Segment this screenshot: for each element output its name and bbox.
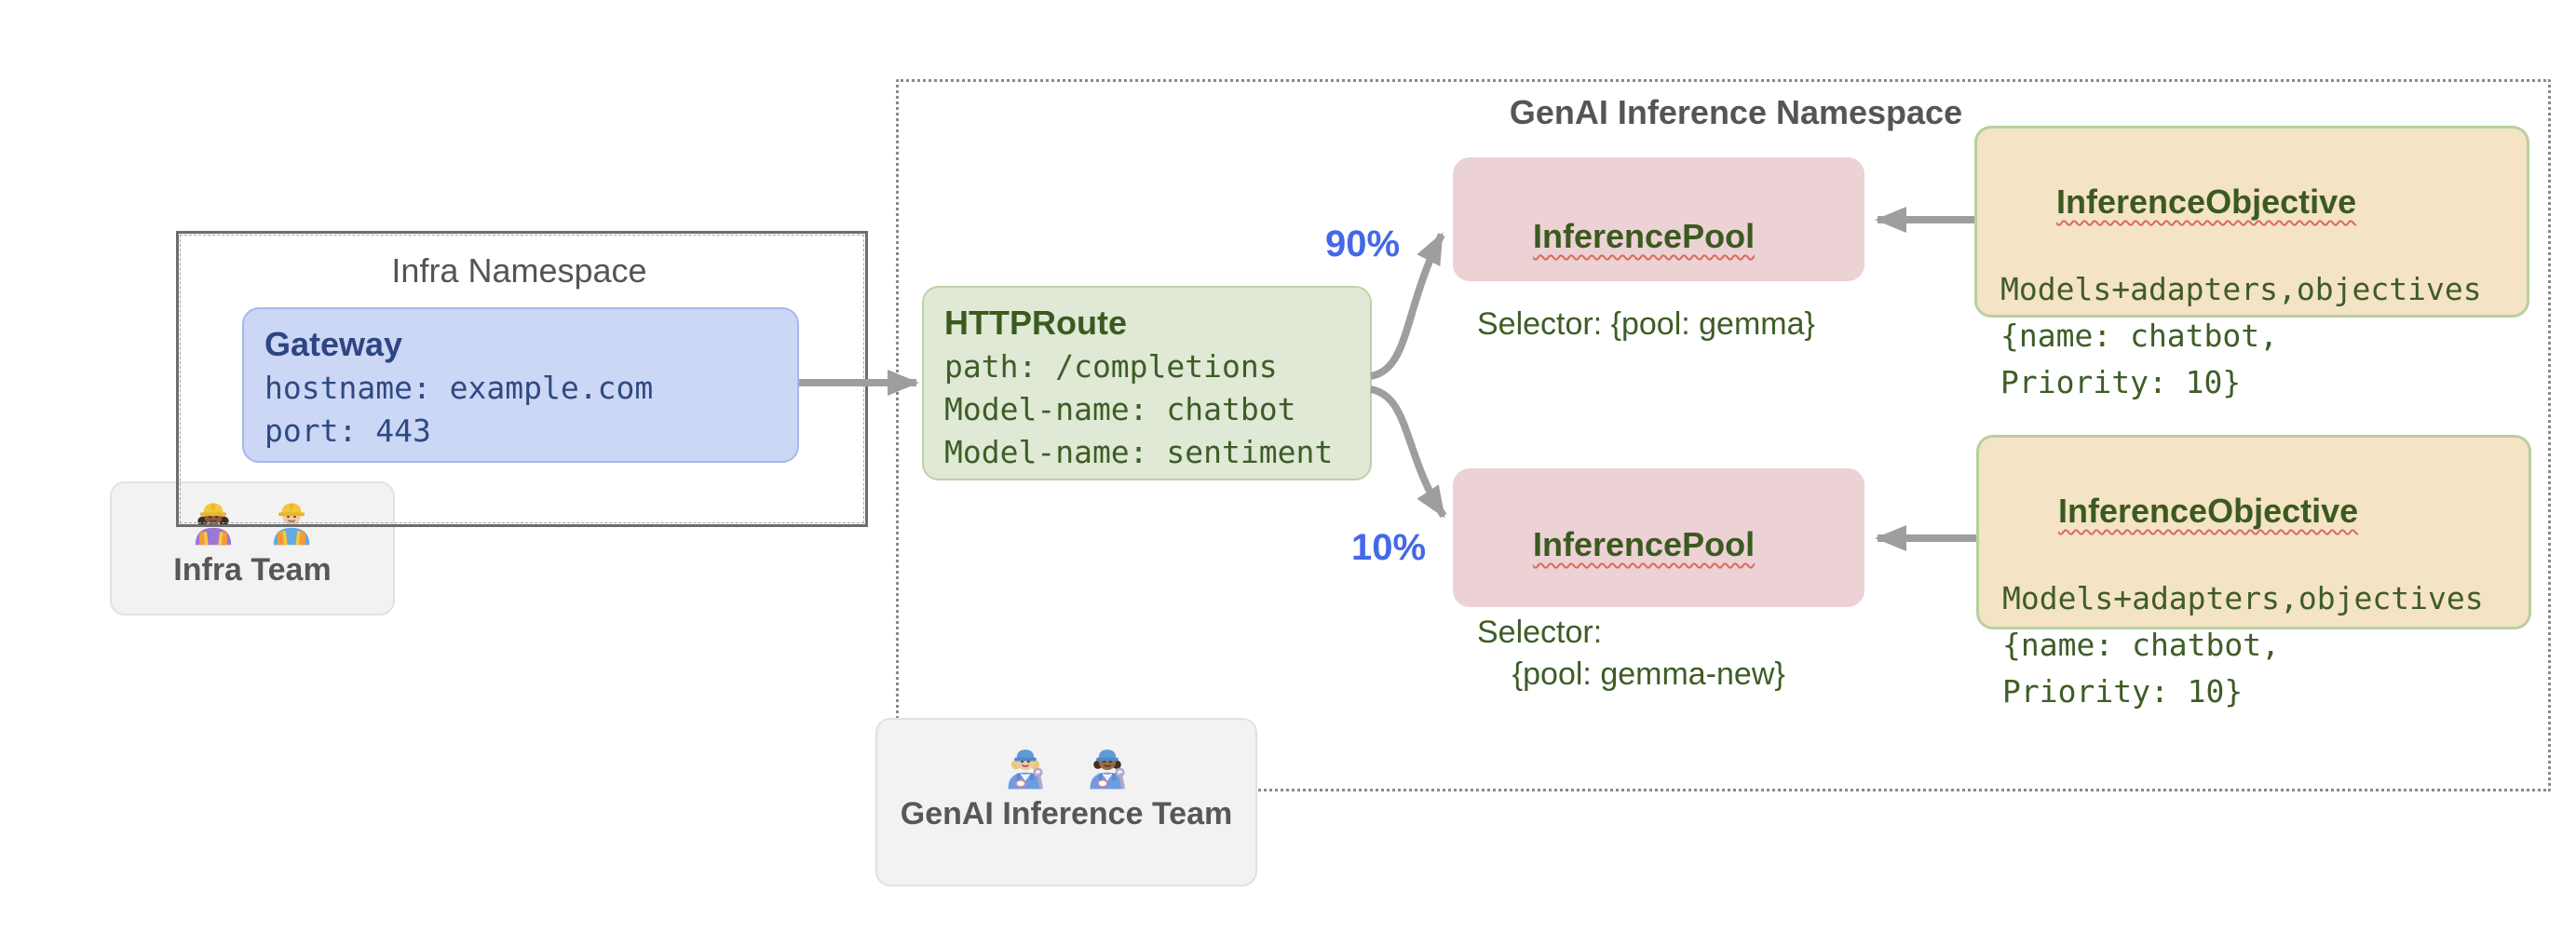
httproute-model-sentiment: Model-name: sentiment [944,434,1334,470]
inferencepool-gemma-title-text: InferencePool [1533,217,1756,255]
gateway-title: Gateway [264,325,403,363]
construction-worker-woman-icon [195,503,232,546]
mechanic-woman-icon [1008,750,1043,790]
gateway-port: port: 443 [264,412,431,449]
inferenceobjective-bottom-line1: Models+adapters,objectives [2002,580,2484,616]
gateway-box: Gateway hostname: example.com port: 443 [242,307,799,463]
infra-team-label: Infra Team [173,552,332,588]
inferenceobjective-top-line1: Models+adapters,objectives [2000,271,2482,307]
genai-team-icons [1000,740,1132,791]
construction-worker-man-icon [273,503,310,546]
infra-team-icons [187,494,318,547]
inferenceobjective-top-title-text: InferenceObjective [2056,183,2357,221]
inferencepool-gemma-box: InferencePool Selector: {pool: gemma} [1453,157,1864,342]
inferencepool-gemma-title: InferencePool [1477,169,1864,304]
traffic-90-label: 90% [1324,223,1401,264]
inferenceobjective-bottom-title: InferenceObjective [2002,447,2529,575]
inferencepool-gemma-new-title: InferencePool [1477,478,1864,612]
traffic-10-label: 10% [1350,527,1427,568]
inferenceobjective-top-line2: {name: chatbot, [2000,318,2279,354]
infra-team-card: Infra Team [110,481,395,615]
gateway-hostname: hostname: example.com [264,370,654,406]
inferencepool-gemma-new-selector-value: {pool: gemma-new} [1477,656,1785,692]
inferenceobjective-top-title: InferenceObjective [2000,138,2527,266]
genai-namespace-title: GenAI Inference Namespace [1509,93,1963,131]
inferenceobjective-bottom-title-text: InferenceObjective [2058,492,2359,530]
inferenceobjective-top-box: InferenceObjective Models+adapters,objec… [1974,126,2529,400]
mechanic-man-icon [1090,750,1125,790]
inferencepool-gemma-new-title-text: InferencePool [1533,525,1756,563]
inferencepool-gemma-new-selector: Selector: [1477,615,1603,650]
inferenceobjective-bottom-line3: Priority: 10} [2002,673,2244,710]
httproute-path: path: /completions [944,348,1278,385]
inferenceobjective-bottom-line2: {name: chatbot, [2002,627,2281,663]
genai-namespace-box [896,79,2551,791]
inferenceobjective-bottom-box: InferenceObjective Models+adapters,objec… [1976,435,2531,710]
inferencepool-gemma-new-box: InferencePool Selector: {pool: gemma-new… [1453,468,1864,692]
httproute-model-chatbot: Model-name: chatbot [944,391,1296,427]
httproute-box: HTTPRoute path: /completions Model-name:… [922,286,1372,480]
infra-namespace-title: Infra Namespace [391,251,647,290]
inferencepool-gemma-selector: Selector: {pool: gemma} [1477,306,1815,342]
genai-team-label: GenAI Inference Team [900,796,1233,832]
genai-team-card: GenAI Inference Team [875,718,1257,886]
httproute-title: HTTPRoute [944,304,1127,342]
inferenceobjective-top-line3: Priority: 10} [2000,364,2242,400]
